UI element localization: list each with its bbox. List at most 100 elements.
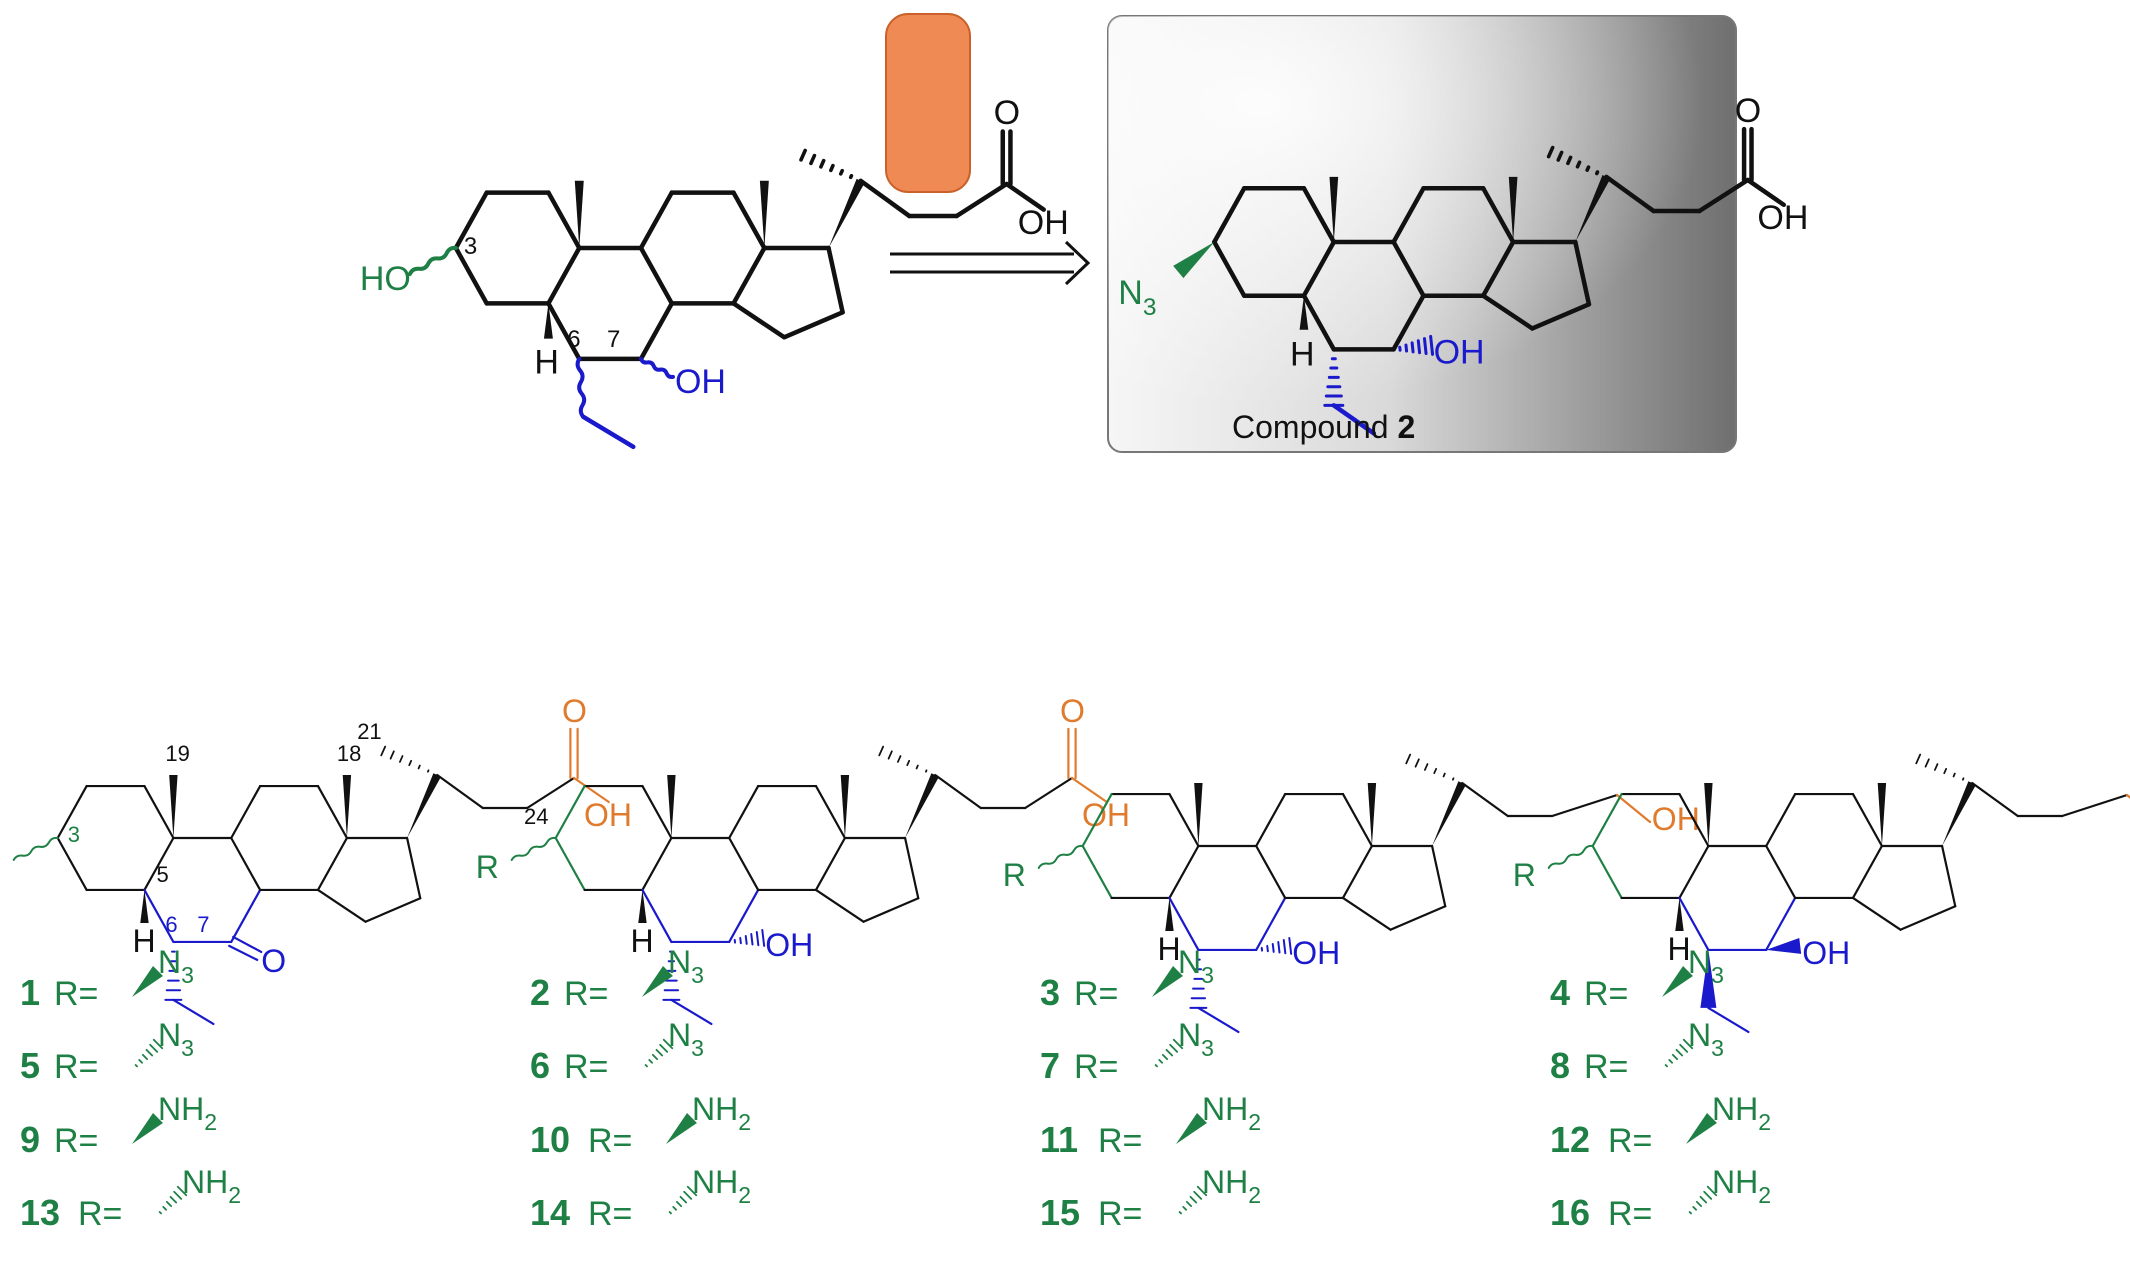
hash-stroke [672,1206,677,1211]
c18-methyl-wedge [1508,176,1518,242]
hash-stroke [1433,767,1438,775]
ring-b-bond [1391,293,1426,352]
r-substituent-label: NH2 [1202,1091,1261,1135]
r-substituent-label-main: NH [692,1164,738,1200]
ring-d-bond [1341,896,1392,931]
hash-stroke [389,750,395,760]
retrosynthesis-arrow [890,240,1091,286]
c5-h-wedge [543,303,553,339]
hash-stroke [1679,1043,1689,1053]
r-substituent-label-subscript: 3 [1711,962,1724,988]
r-substituent-label: NH2 [1202,1164,1261,1208]
hash-stroke [1158,1059,1163,1064]
ring-c-bond [1765,792,1797,848]
hash-stroke [848,173,854,180]
r-wedge-bond [1686,1113,1717,1144]
compound-number: 13 [20,1192,60,1233]
r-wedge-bond [132,966,163,997]
c5-hydrogen-label: H [1290,336,1315,374]
ring-d-bond [405,836,422,900]
hash-stroke [1934,763,1939,771]
r-substituent-label: NH2 [1712,1091,1771,1135]
hash-stroke [906,759,911,767]
r-equals-label: R= [1584,975,1628,1013]
ring-bond [453,190,489,251]
hash-stroke [1189,1195,1198,1204]
c3-hydroxyl-label: HO [360,260,411,298]
ring-c-bond [731,190,767,251]
r-substituent-label: N3 [1178,1017,1214,1061]
c5-h-wedge [1299,295,1309,330]
hash-stroke [897,755,902,763]
hash-stroke [924,769,928,773]
hash-stroke [176,1185,188,1197]
hash-stroke [1422,337,1428,356]
r-substituent-label: N3 [1688,944,1724,988]
hash-stroke [644,1064,648,1068]
hash-stroke [1675,1048,1684,1057]
r-substituent-label-main: N [1178,944,1201,980]
r-substituent-label-subscript: 3 [181,1035,194,1061]
c7-hydroxyl-label: OH [675,363,726,401]
ring-bond [1301,186,1337,245]
compound-number: 9 [20,1119,40,1160]
hash-stroke [158,1211,162,1215]
c17-side-chain-wedge [828,178,865,248]
c6-locant: 6 [567,326,580,353]
hash-stroke [152,1038,164,1050]
c17-side-chain-wedge [1575,175,1611,242]
r-equals-label: R= [78,1195,122,1233]
side-chain-bond [934,773,982,810]
c21-methyl-hash [878,745,928,773]
c21-methyl-hash [1546,145,1600,176]
ring-b-bond [1301,293,1337,352]
r-substituent-label-subscript: 2 [738,1182,751,1208]
hash-stroke [651,1053,659,1061]
ring-b-bond [728,836,760,892]
compound-number: 5 [20,1045,40,1086]
hash-stroke [683,1190,693,1200]
ring-c-bond [230,784,262,840]
ring-bond [1301,239,1337,298]
r-wavy-bond [510,836,557,861]
hash-stroke [1692,1206,1697,1211]
c17-side-chain-wedge [1942,781,1976,846]
hash-stroke [1682,1038,1694,1050]
hash-stroke [1404,343,1409,353]
ring-b-bond [1678,896,1710,952]
compound-number: 8 [1550,1045,1570,1086]
c5-hydrogen-label: H [630,923,653,959]
hash-stroke [1695,1200,1703,1208]
hash-stroke [138,1059,143,1064]
ring-bond [546,190,582,251]
ring-bond [546,245,582,306]
hash-stroke [1566,155,1573,166]
hash-stroke [1699,1195,1708,1204]
r-substituent-label-main: N [1688,1017,1711,1053]
hash-stroke [1671,1053,1679,1061]
r-substituent-label-subscript: 3 [1201,1035,1214,1061]
c21-methyl-hash [1915,753,1965,781]
r-hashed-bond [1154,1038,1184,1068]
r-hashed-bond [158,1185,188,1215]
r-wedge-bond [1662,966,1693,997]
hash-stroke [417,764,421,770]
side-chain-bond [1551,793,1619,818]
hash-stroke [1414,758,1420,768]
ring-bond [1168,844,1200,900]
ring-c-bond [814,784,847,840]
r-equals-label: R= [1584,1048,1628,1086]
r-substituent-label-main: NH [1712,1164,1758,1200]
ring-b-bond [1255,896,1287,952]
compound-number: 7 [1040,1045,1060,1086]
caption-compound-number: 2 [1397,409,1415,445]
r-substituent-label: N3 [158,1017,194,1061]
compound-number: 1 [20,972,40,1013]
c5-hydrogen-label: H [534,343,559,381]
acid-oh-bond [1745,177,1787,208]
hash-stroke [1196,1185,1208,1197]
ring-c-bond [316,836,348,892]
